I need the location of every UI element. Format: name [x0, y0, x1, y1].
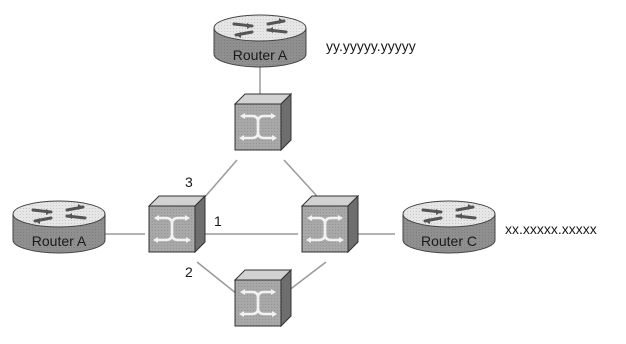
router-icon — [12, 200, 106, 254]
router-right-address: xx.xxxxx.xxxxx — [505, 221, 597, 237]
router-left: Router A — [12, 200, 106, 254]
link-label-2: 2 — [185, 264, 193, 280]
router-top-address: yy.yyyyy.yyyyy — [326, 38, 416, 54]
link-switch-left-switch-bottom — [196, 261, 238, 295]
link-label-1: 1 — [214, 213, 222, 229]
switch-icon — [233, 268, 293, 328]
router-top-label: Router A — [233, 47, 288, 63]
router-left-label: Router A — [32, 233, 87, 249]
router-icon — [213, 14, 307, 68]
switch-top — [233, 92, 293, 152]
switch-bottom — [233, 268, 293, 328]
router-right: Router C — [402, 200, 496, 254]
link-label-3: 3 — [185, 174, 193, 190]
switch-left — [147, 194, 207, 254]
switch-icon — [233, 92, 293, 152]
switch-icon — [147, 194, 207, 254]
router-top: Router A — [213, 14, 307, 68]
switch-icon — [300, 194, 360, 254]
switch-right — [300, 194, 360, 254]
router-icon — [402, 200, 496, 254]
router-right-label: Router C — [421, 233, 477, 249]
